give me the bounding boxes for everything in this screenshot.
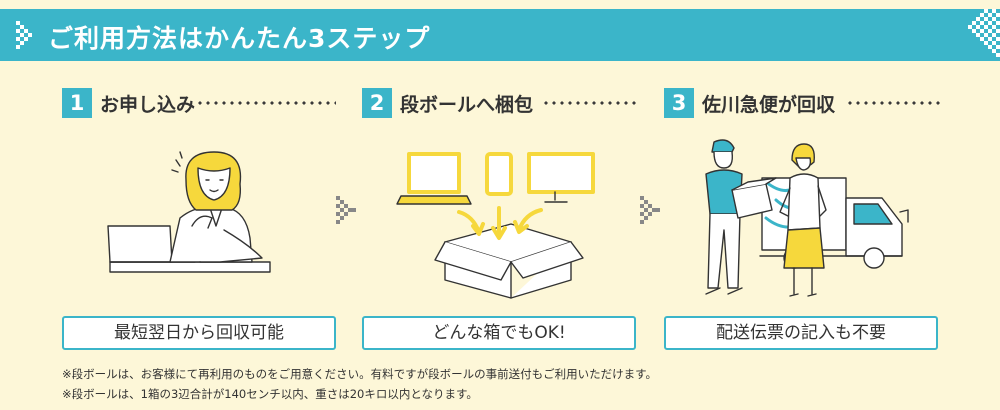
step-2-heading: 2 段ボールへ梱包 <box>362 88 642 118</box>
dotted-line <box>196 101 336 105</box>
woman-laptop-illustration <box>107 151 271 273</box>
chevron-right-icon <box>336 196 356 224</box>
checker-pattern-icon <box>968 9 1000 57</box>
step-title: 段ボールへ梱包 <box>400 94 534 116</box>
step-title: お申し込み <box>100 94 196 116</box>
step-3-benefit: 配送伝票の記入も不要 <box>664 316 938 350</box>
chevron-right-icon <box>640 196 660 224</box>
footnote: ※段ボールは、1箱の3辺合計が140センチ以内、重さは20キロ以内となります。 <box>62 387 478 401</box>
step-number: 1 <box>62 88 92 118</box>
dotted-line <box>542 101 638 105</box>
step-number: 2 <box>362 88 392 118</box>
chevron-right-icon <box>16 21 32 49</box>
step-number: 3 <box>664 88 694 118</box>
page-title: ご利用方法はかんたん3ステップ <box>48 24 431 53</box>
delivery-illustration <box>705 139 909 297</box>
step-2-benefit: どんな箱でもOK! <box>362 316 636 350</box>
footnote: ※段ボールは、お客様にて再利用のものをご用意ください。有料ですが段ボールの事前送… <box>62 367 657 381</box>
dotted-line <box>846 101 942 105</box>
devices-box-illustration <box>396 152 595 299</box>
step-title: 佐川急便が回収 <box>702 94 836 116</box>
header-banner: ご利用方法はかんたん3ステップ <box>0 9 1000 61</box>
step-1-benefit: 最短翌日から回収可能 <box>62 316 336 350</box>
step-1-heading: 1 お申し込み <box>62 88 338 118</box>
step-3-heading: 3 佐川急便が回収 <box>664 88 944 118</box>
